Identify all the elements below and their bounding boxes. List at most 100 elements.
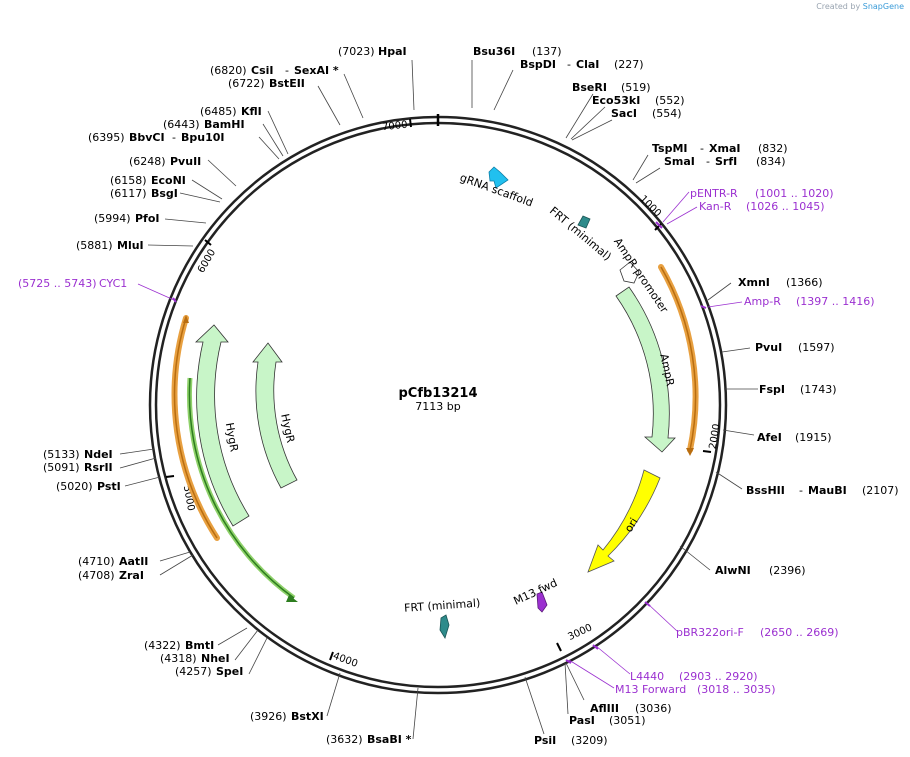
tick-7000: 7000 (382, 118, 412, 134)
site-pos: (1743) (800, 383, 837, 396)
site-pos: (6485) (200, 105, 237, 118)
site-pos: (6443) (163, 118, 200, 131)
site-pos: (6820) (210, 64, 247, 77)
site-name: Bsu36I (473, 45, 515, 58)
site-sep: - (799, 484, 803, 497)
frt-feature-top (577, 215, 591, 229)
primer-marks (172, 221, 707, 664)
site-name: BseRI (572, 81, 607, 94)
site-pos: (552) (655, 94, 685, 107)
site-name: CsiI (251, 64, 273, 77)
site-pos: (1597) (798, 341, 835, 354)
site-pos: (4318) (160, 652, 197, 665)
snapgene-credit: Created by SnapGene (816, 2, 904, 11)
site-name: BstEII (269, 77, 305, 90)
site-pos: (2107) (862, 484, 899, 497)
ori-feature (587, 469, 661, 573)
site-pos: (3051) (609, 714, 646, 727)
primer-name: pBR322ori-F (676, 626, 744, 639)
primer-name: M13 Forward (615, 683, 686, 696)
site-name: NheI (201, 652, 230, 665)
ampr-promoter-feature (619, 261, 640, 284)
feature-label-m13-fwd: M13 fwd (512, 576, 560, 607)
site-pos: (832) (758, 142, 788, 155)
site-sep: - (700, 142, 704, 155)
site-name: BbvCI (129, 131, 165, 144)
site-name: FspI (759, 383, 785, 396)
site-name: AatII (119, 555, 148, 568)
m13-fwd-feature (536, 591, 548, 613)
primer-range: (5725 .. 5743) (18, 277, 97, 290)
orf-arc-left-core (173, 317, 218, 539)
site-sep: - (706, 155, 710, 168)
site-pos: (1366) (786, 276, 823, 289)
sites-right: Bsu36I (137) BspDI - ClaI (227) BseRI (5… (473, 45, 899, 747)
site-pos: (6158) (110, 174, 147, 187)
site-pos: (5133) (43, 448, 80, 461)
site-pos: (2396) (769, 564, 806, 577)
tick-label: 2000 (708, 423, 723, 450)
orf-arc-right-core (660, 266, 697, 451)
orf-green-arrow (286, 595, 298, 602)
site-pos: (1915) (795, 431, 832, 444)
primer-range: (1001 .. 1020) (755, 187, 834, 200)
site-pos: (3209) (571, 734, 608, 747)
site-name: EcoNI (151, 174, 186, 187)
grna-scaffold-feature (488, 166, 509, 189)
tick-label: 6000 (196, 247, 218, 275)
site-pos: (519) (621, 81, 651, 94)
site-name: PvuI (755, 341, 782, 354)
orf-arrow-left (183, 315, 189, 323)
site-pos: (4322) (144, 639, 181, 652)
feature-label-ampr-promoter: AmpR promoter (611, 236, 671, 316)
site-name: MluI (117, 239, 144, 252)
site-pos: (3632) (326, 733, 363, 746)
orf-arrow-right (686, 448, 694, 456)
orf-green-core (188, 377, 295, 599)
site-pos: (554) (652, 107, 682, 120)
site-pos: (3036) (635, 702, 672, 715)
feature-label-frt-bottom: FRT (minimal) (404, 596, 481, 614)
site-pos: (6722) (228, 77, 265, 90)
site-name: BmtI (185, 639, 214, 652)
site-name: PstI (97, 480, 121, 493)
site-name: SmaI (664, 155, 695, 168)
site-name: BsgI (151, 187, 178, 200)
tick-label: 3000 (566, 622, 594, 643)
sites-left: (7023) HpaI (6820) CsiI - SexAI * (6722)… (43, 45, 412, 746)
site-name: AlwNI (715, 564, 751, 577)
site-name: ZraI (119, 569, 144, 582)
primer-range: (1397 .. 1416) (796, 295, 875, 308)
site-name: ClaI (576, 58, 599, 71)
tick-label: 1000 (637, 194, 663, 220)
ampr-feature (615, 286, 676, 453)
site-name: BspDI (520, 58, 556, 71)
site-pos: (137) (532, 45, 562, 58)
hygr-feature-2 (252, 342, 298, 489)
site-pos: (5020) (56, 480, 93, 493)
site-sep: - (285, 64, 289, 77)
site-name: SacI (611, 107, 637, 120)
site-name: NdeI (84, 448, 113, 461)
site-name: PsiI (534, 734, 556, 747)
site-name: BamHI (204, 118, 245, 131)
site-name: KflI (241, 105, 262, 118)
site-pos: (227) (614, 58, 644, 71)
plasmid-size: 7113 bp (415, 400, 460, 413)
leader-lines (119, 59, 758, 740)
site-name: Eco53kI (592, 94, 640, 107)
site-name: BsaBI * (367, 733, 412, 746)
site-name: SexAI * (294, 64, 339, 77)
primer-labels: pENTR-R (1001 .. 1020) Kan-R (1026 .. 10… (18, 187, 875, 696)
primer-name: CYC1 (99, 277, 127, 290)
site-pos: (6395) (88, 131, 125, 144)
tick-label: 7000 (382, 120, 408, 134)
site-name: Bpu10I (181, 131, 225, 144)
tick-3000: 3000 (556, 622, 594, 652)
site-pos: (5091) (43, 461, 80, 474)
primer-range: (1026 .. 1045) (746, 200, 825, 213)
site-name: HpaI (378, 45, 407, 58)
site-pos: (5881) (76, 239, 113, 252)
primer-name: Kan-R (699, 200, 732, 213)
site-pos: (4708) (78, 569, 115, 582)
